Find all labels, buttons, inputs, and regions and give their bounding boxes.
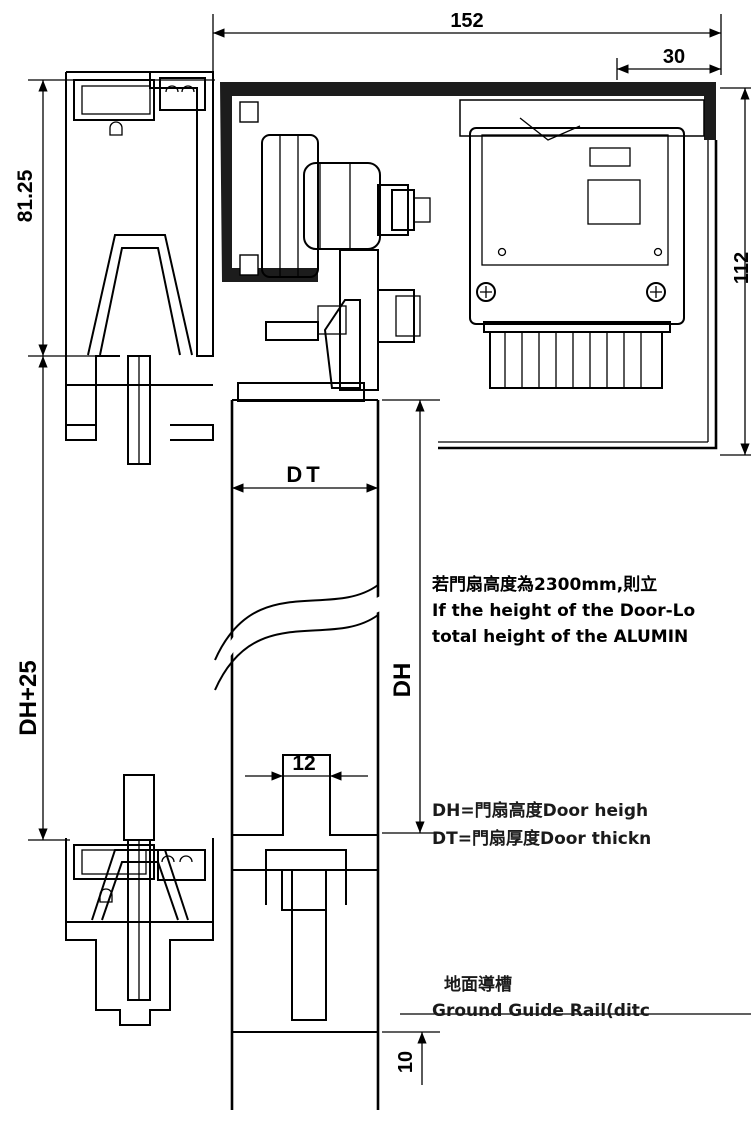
dimension-dh: DH (382, 399, 440, 834)
ground-rail-label-cn: 地面導槽 (444, 974, 512, 995)
dimension-10: 10 (382, 1031, 440, 1085)
note-line-2: If the height of the Door-Lo (432, 601, 695, 621)
dimension-112: 112 (720, 87, 751, 456)
dimension-152-label: 152 (450, 10, 483, 32)
ground-rail-label-en: Ground Guide Rail(ditc (432, 1001, 650, 1021)
dimension-dt-label: DT (286, 462, 323, 487)
note-line-1: 若門扇高度為2300mm,則立 (431, 574, 657, 595)
dimension-12-label: 12 (292, 752, 315, 775)
dimension-dt: DT (232, 462, 378, 493)
dimension-30: 30 (616, 46, 721, 80)
top-rail-profile (65, 71, 214, 465)
dimension-10-label: 10 (395, 1051, 417, 1073)
roller-hanger (261, 134, 431, 391)
dimension-dh-25: DH+25 (15, 356, 70, 841)
legend-dh: DH=門扇高度Door heigh (432, 800, 648, 821)
dimension-81-25-label: 81.25 (14, 169, 37, 222)
note-line-3: total height of the ALUMIN (432, 627, 688, 647)
ground-rail-profile (65, 774, 214, 1026)
door-leaf (214, 382, 382, 1110)
drive-pulley (489, 331, 663, 389)
motor-gearbox (469, 117, 685, 389)
dimension-12: 12 (245, 752, 368, 815)
dimension-112-label: 112 (731, 252, 751, 284)
dimension-dh-label: DH (389, 663, 416, 698)
legend-dt: DT=門扇厚度Door thickn (432, 828, 651, 849)
dimension-81-25: 81.25 (14, 79, 215, 357)
dimension-30-label: 30 (663, 46, 685, 68)
dimension-dh-25-label: DH+25 (15, 660, 42, 735)
dimension-152: 152 (212, 10, 722, 75)
aluminium-frame (220, 82, 718, 450)
